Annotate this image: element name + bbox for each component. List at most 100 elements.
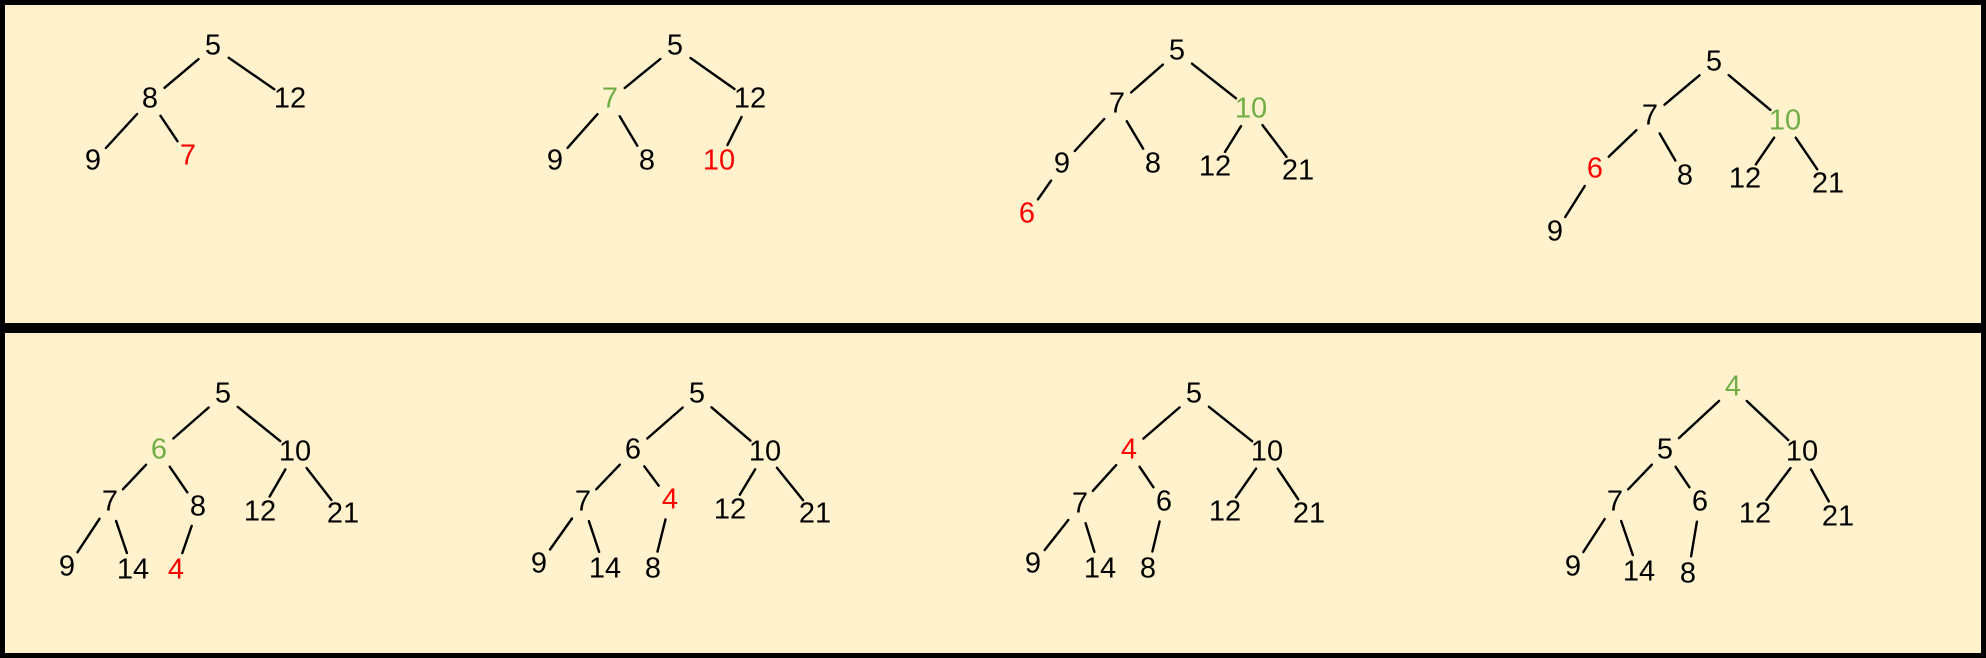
tree-node-new: 4 [662,484,678,516]
tree-edge [172,406,210,440]
tree-node-default: 6 [1692,486,1708,518]
tree-edge [104,112,139,150]
tree-edge [646,406,684,440]
tree-node-default: 6 [625,434,641,466]
tree-node-default: 8 [190,491,206,523]
tree-edge [168,465,189,494]
tree-edge [236,405,282,443]
tree-node-default: 9 [1054,148,1070,180]
tree-node-new: 4 [168,554,184,586]
tree-node-default: 21 [799,498,831,530]
tree-edge [738,468,757,496]
tree-node-default: 7 [1072,488,1088,520]
tree-edge [114,519,129,555]
tree-node-moved: 10 [1235,93,1267,125]
panel-bottom-background [5,333,1981,653]
tree-node-default: 9 [59,551,75,583]
tree-edge [643,465,660,487]
tree-edge [1658,132,1677,162]
tree-edge [181,524,193,555]
tree-edge [656,518,667,553]
tree-node-default: 9 [531,548,547,580]
tree-edge [1765,466,1792,502]
tree-node-default: 5 [667,30,683,62]
tree-node-new: 6 [1587,153,1603,185]
tree-edge [1582,517,1606,554]
tree-node-default: 7 [1642,100,1658,132]
tree-edge [726,115,743,147]
tree-edge [121,463,148,491]
tree-node-default: 9 [547,145,563,177]
tree-edge [1745,399,1790,442]
tree-node-default: 21 [1812,168,1844,200]
tree-edge [1207,405,1254,443]
tree-node-default: 8 [1140,553,1156,585]
tree-edge [710,406,752,442]
tree-edge [1138,465,1155,489]
tree-node-new: 7 [180,140,196,172]
tree-edge [775,466,805,502]
tree-edge [1234,467,1258,499]
tree-node-default: 12 [1199,151,1231,183]
tree-node-new: 6 [1019,198,1035,230]
tree-node-default: 8 [1677,160,1693,192]
tree-node-default: 5 [215,378,231,410]
tree-edge [1626,463,1654,491]
tree-node-default: 12 [714,494,746,526]
tree-node-default: 10 [1786,436,1818,468]
tree-node-default: 14 [1084,553,1116,585]
tree-edge [76,517,101,554]
tree-node-default: 14 [1623,556,1655,588]
tree-node-default: 12 [1729,163,1761,195]
tree-edge [1261,123,1288,159]
tree-node-default: 10 [1251,436,1283,468]
tree-node-default: 21 [1822,501,1854,533]
tree-node-default: 7 [102,486,118,518]
tree-node-moved: 4 [1725,371,1741,403]
tree-node-default: 9 [85,145,101,177]
tree-node-moved: 7 [602,83,618,115]
tree-node-default: 21 [1293,498,1325,530]
tree-node-default: 12 [274,83,306,115]
tree-node-default: 8 [1680,558,1696,590]
tree-edge [1043,518,1070,552]
tree-edge [1276,467,1300,501]
tree-edge [1754,136,1776,166]
tree-edge [1036,179,1053,201]
tree-node-default: 21 [327,498,359,530]
tree-edge [1125,120,1145,150]
tree-node-default: 5 [205,30,221,62]
tree-edge [1727,73,1772,112]
tree-edge [1223,124,1243,154]
tree-node-default: 10 [749,436,781,468]
tree-node-new: 4 [1121,434,1137,466]
tree-edge [1607,128,1638,159]
tree-edge [1084,521,1096,554]
tree-edge [1151,520,1161,553]
tree-edge [1129,63,1165,94]
tree-node-default: 9 [1547,216,1563,248]
tree-edge [1674,465,1691,489]
tree-edge [587,519,601,554]
tree-node-default: 7 [575,486,591,518]
tree-edge [1809,468,1831,503]
tree-edge [1563,184,1587,219]
panel-top-background [5,5,1981,323]
tree-node-default: 12 [734,83,766,115]
tree-node-default: 5 [689,378,705,410]
tree-node-default: 5 [1657,434,1673,466]
tree-node-default: 5 [1186,378,1202,410]
tree-edge [159,114,179,143]
tree-edge [305,466,333,502]
tree-edge [268,468,287,498]
tree-node-default: 9 [1565,551,1581,583]
